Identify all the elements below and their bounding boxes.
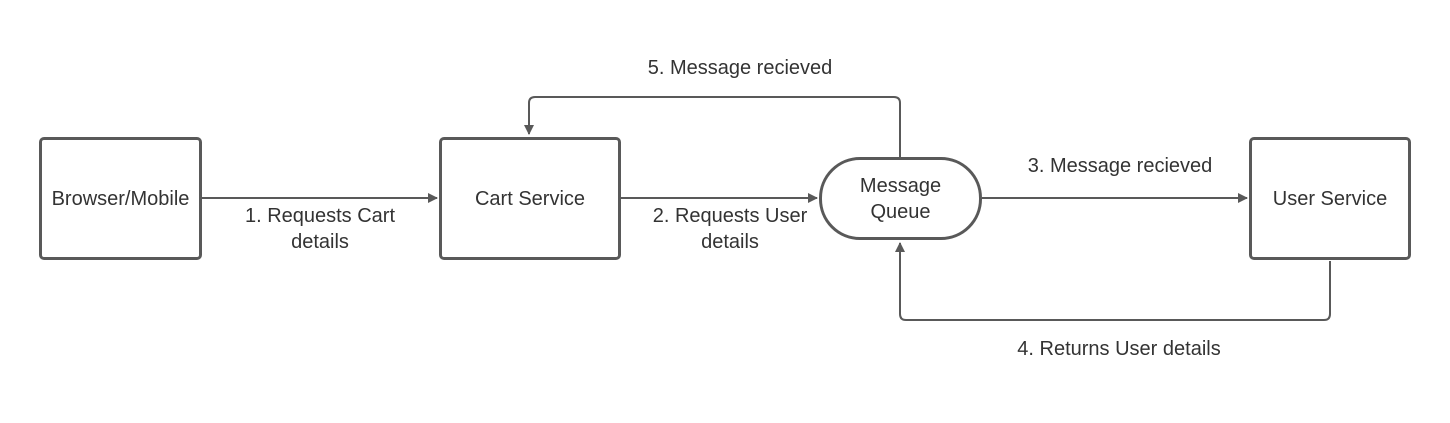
browser-mobile-node[interactable]: Browser/Mobile xyxy=(39,137,202,260)
edge-label-2: 2. Requests User details xyxy=(640,203,820,255)
user-service-label: User Service xyxy=(1272,187,1388,210)
cart-service-node[interactable]: Cart Service xyxy=(439,137,621,260)
message-queue-node[interactable]: Message Queue xyxy=(819,157,982,240)
message-queue-label-line1: Message xyxy=(859,174,942,197)
edge-queue-to-cart xyxy=(524,96,901,157)
message-queue-label-line2: Queue xyxy=(870,200,931,223)
edge-label-1-line1: 1. Requests Cart xyxy=(244,205,396,227)
edge-label-3: 3. Message recieved xyxy=(1027,155,1213,177)
edge-label-5: 5. Message recieved xyxy=(647,57,833,79)
edge-label-4: 4. Returns User details xyxy=(1017,338,1221,360)
edge-user-to-queue xyxy=(895,242,1331,321)
user-service-node[interactable]: User Service xyxy=(1249,137,1411,260)
edge-label-2-line1: 2. Requests User xyxy=(652,205,808,227)
message-queue-label: Message Queue xyxy=(860,173,941,225)
edge-label-1-line2: details xyxy=(291,231,349,253)
edge-label-1: 1. Requests Cart details xyxy=(230,203,410,255)
edge-label-2-line2: details xyxy=(701,231,759,253)
browser-mobile-label: Browser/Mobile xyxy=(51,187,190,210)
cart-service-label: Cart Service xyxy=(474,187,586,210)
